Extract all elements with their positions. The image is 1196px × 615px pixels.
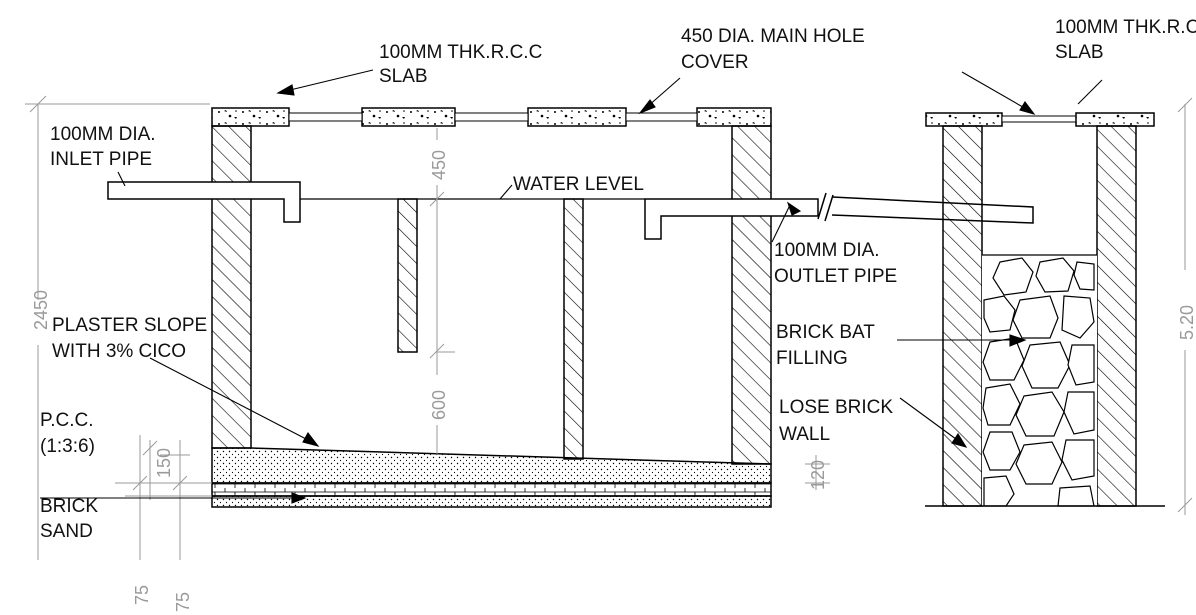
- inlet-pipe: [107, 181, 301, 223]
- dim-base-thickness: 120: [808, 460, 828, 490]
- dimension-lines: [25, 95, 1193, 560]
- tank-left-wall: [211, 125, 252, 449]
- dim-baffle: 600: [429, 390, 449, 420]
- brick-bat-label-line1: BRICK BAT: [776, 322, 875, 343]
- outlet-pipe-label-line1: 100MM DIA.: [774, 240, 880, 261]
- brick-bat-filling: [982, 254, 1097, 507]
- soak-pit-right-wall: [1096, 125, 1137, 507]
- tank-right-wall: [731, 125, 772, 465]
- lose-brick-label-line2: WALL: [779, 424, 830, 445]
- dim-freeboard: 450: [429, 150, 449, 180]
- outlet-pipe-extension: [831, 196, 1034, 224]
- pcc-label-line2: (1:3:6): [40, 436, 95, 457]
- pcc-sloped-floor: [211, 447, 772, 484]
- baffle-wall-full: [563, 198, 584, 460]
- pcc-label-line1: P.C.C.: [40, 410, 94, 431]
- rcc-top-slab: [211, 107, 772, 127]
- manhole-label-line2: COVER: [681, 52, 749, 73]
- rcc-slab-label-line1: 100MM THK.R.C.C: [379, 42, 542, 63]
- plaster-slope-label-line1: PLASTER SLOPE: [52, 315, 207, 336]
- annotation-labels: 100MM THK.R.C.C SLAB 450 DIA. MAIN HOLE …: [40, 17, 1196, 542]
- soak-pit-left-wall: [942, 125, 983, 507]
- brick-label: BRICK: [40, 496, 98, 517]
- plaster-slope-label-line2: WITH 3% CICO: [52, 341, 186, 362]
- dim-soak-pit-height: 5.20: [1177, 305, 1196, 340]
- inlet-pipe-label-line1: 100MM DIA.: [50, 124, 156, 145]
- manhole-label-line1: 450 DIA. MAIN HOLE: [681, 26, 865, 47]
- rcc-slab-right-label-line2: SLAB: [1055, 42, 1104, 63]
- dimension-labels: 2450 450 600 150 120 75 75 5.20: [31, 150, 1196, 612]
- leader-lines: [40, 69, 1103, 504]
- sand-label: SAND: [40, 521, 93, 542]
- rcc-slab-label-line2: SLAB: [379, 66, 428, 87]
- soak-pit: [925, 112, 1165, 507]
- dim-pcc-thickness: 150: [154, 448, 174, 478]
- inlet-pipe-label-line2: INLET PIPE: [50, 149, 152, 170]
- septic-tank: [107, 107, 1034, 508]
- dim-sand-thickness: 75: [173, 592, 193, 612]
- dim-overall-height: 2450: [31, 290, 51, 330]
- outlet-pipe-label-line2: OUTLET PIPE: [774, 266, 897, 287]
- dim-brick-thickness: 75: [132, 585, 152, 605]
- outlet-pipe: [644, 198, 819, 240]
- water-level-label: WATER LEVEL: [513, 174, 644, 195]
- brick-bat-label-line2: FILLING: [776, 348, 848, 369]
- baffle-wall-hanging: [397, 198, 418, 353]
- lose-brick-label-line1: LOSE BRICK: [779, 397, 893, 418]
- sand-base: [211, 495, 772, 508]
- rcc-slab-right-label-line1: 100MM THK.R.C.C: [1055, 17, 1196, 38]
